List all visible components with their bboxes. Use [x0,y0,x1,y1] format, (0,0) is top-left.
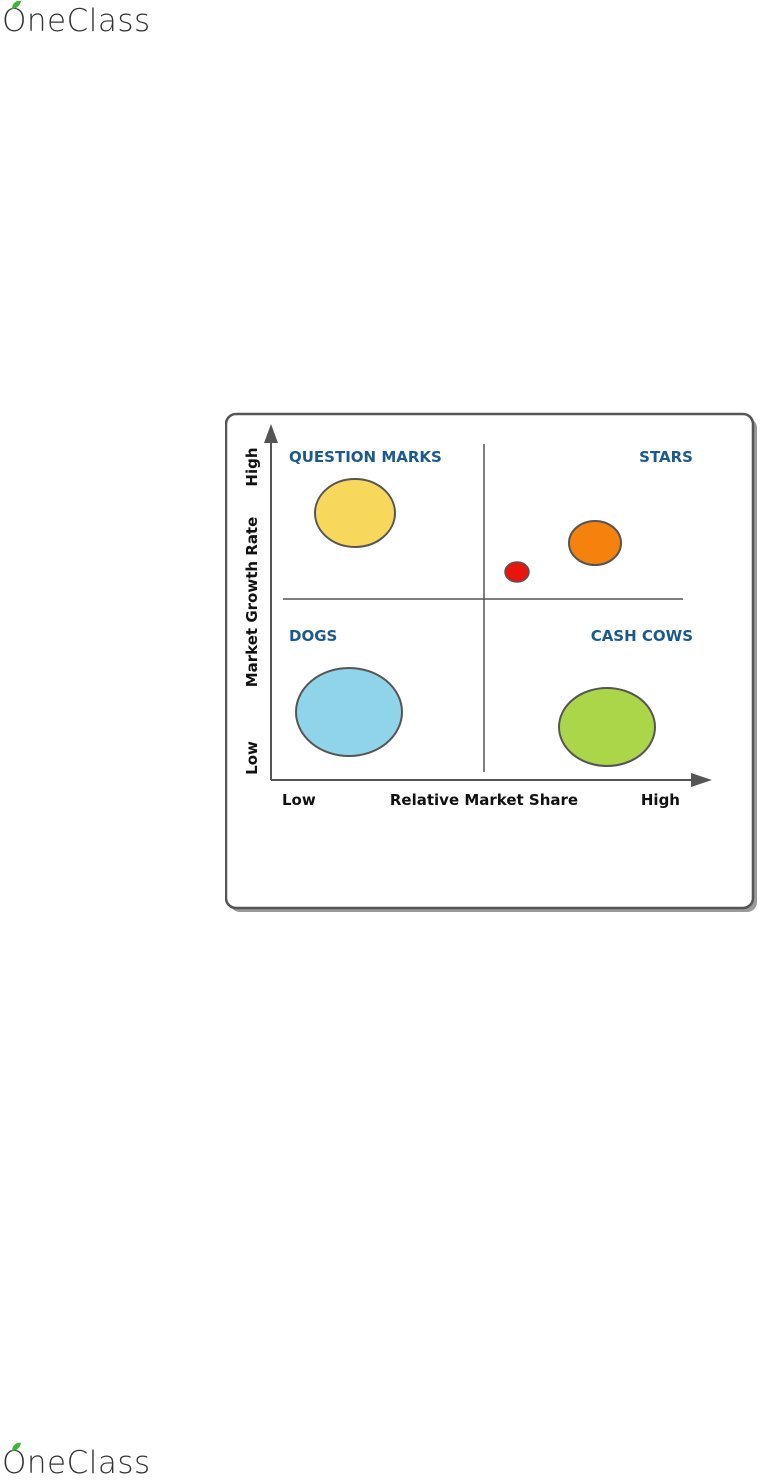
y-axis-title: Market Growth Rate [243,517,261,688]
y-axis-high-label: High [243,447,261,486]
apple-leaf-icon [10,0,22,10]
x-axis-title: Relative Market Share [390,791,578,809]
apple-leaf-icon [10,1442,22,1452]
x-axis-high-label: High [641,791,680,809]
frame-border [226,414,753,908]
brand-name-top: OneClass [2,2,151,40]
cash-cows-bubble [559,688,655,766]
quadrant-label-cash-cows: CASH COWS [591,627,693,645]
quadrant-label-dogs: DOGS [289,627,337,645]
y-axis-low-label: Low [243,741,261,775]
bcg-matrix-diagram: QUESTION MARKS STARS DOGS CASH COWS High… [225,412,759,914]
quadrant-label-question-marks: QUESTION MARKS [289,448,442,466]
stars-bubble-small [505,562,529,582]
stars-bubble-large [569,521,621,565]
dogs-bubble [296,668,402,756]
question-marks-bubble [315,479,395,547]
quadrant-label-stars: STARS [639,448,693,466]
x-axis-low-label: Low [282,791,316,809]
brand-name-bottom: OneClass [2,1444,151,1482]
bcg-matrix-svg: QUESTION MARKS STARS DOGS CASH COWS High… [225,412,759,914]
